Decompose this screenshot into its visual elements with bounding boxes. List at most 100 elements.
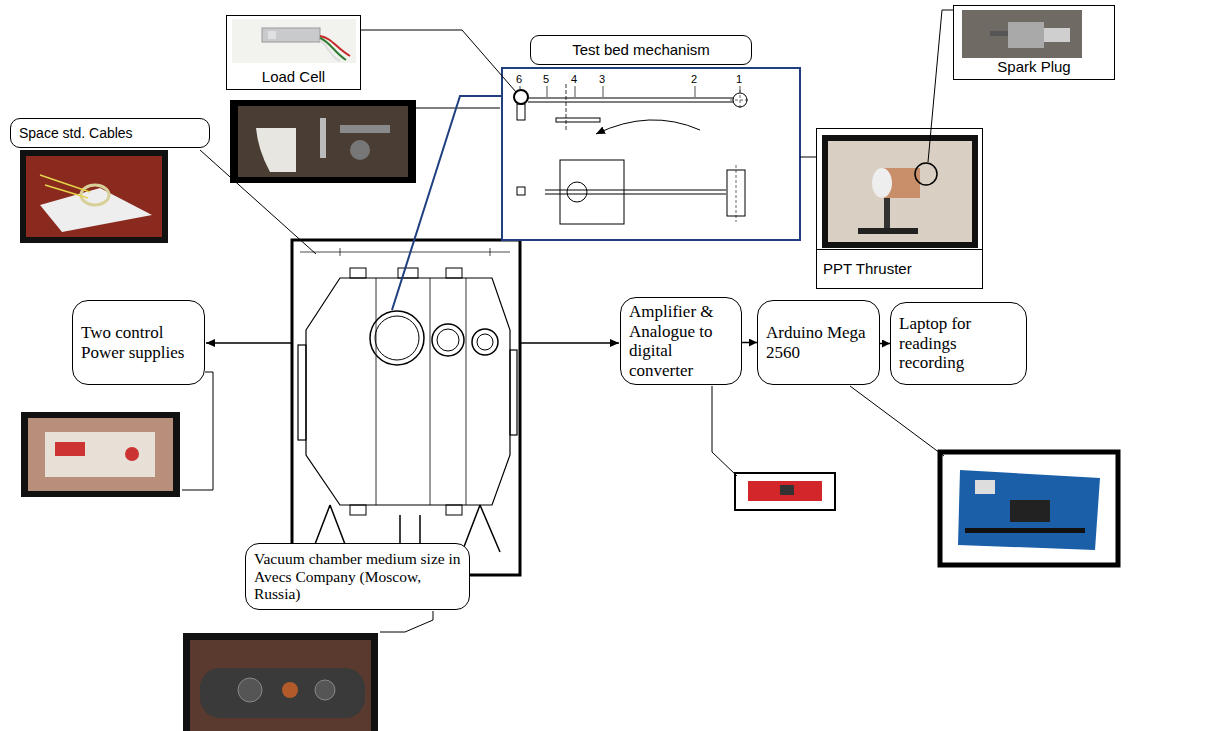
chamber-drawing <box>292 240 520 575</box>
chamber-drawing <box>298 345 306 440</box>
callout-number: 2 <box>691 74 697 85</box>
box-label: Test bed mechanism <box>539 41 743 58</box>
process-box: Two control Power supplies <box>72 300 205 385</box>
spark-plug-photo <box>962 10 1082 58</box>
chamber-photo <box>183 633 378 731</box>
load-cell-photo <box>320 40 340 61</box>
chamber-photo <box>238 678 262 702</box>
test-bed-photo <box>256 128 296 172</box>
chamber-drawing <box>446 268 462 278</box>
photo-caption-box: Load Cell <box>226 15 361 90</box>
leader-line <box>182 10 953 632</box>
test-bed-drawing <box>736 165 737 222</box>
arduino-photo <box>975 480 995 494</box>
thruster-photo <box>872 168 892 198</box>
photo-caption: PPT Thruster <box>817 249 982 288</box>
chamber-drawing <box>292 240 520 575</box>
test-bed-drawing <box>502 68 800 240</box>
leader-line <box>361 30 516 92</box>
test-bed-drawing <box>556 118 600 122</box>
chamber-drawing <box>370 311 424 365</box>
power-supply-photo <box>21 412 180 497</box>
power-supply-photo <box>45 432 155 477</box>
arduino-photo <box>940 452 1118 565</box>
box-label: Laptop for readings recording <box>899 314 1018 373</box>
process-box: Arduino Mega 2560 <box>757 300 880 385</box>
test-bed-drawing <box>560 160 624 224</box>
flow-arrow <box>880 343 890 345</box>
chamber-drawing <box>432 324 464 356</box>
adc-board-photo <box>735 473 835 510</box>
cables-photo <box>26 156 162 237</box>
leader-line <box>182 372 213 490</box>
signal-arrow <box>206 342 619 344</box>
chamber-drawing <box>306 278 510 505</box>
leader-line <box>850 386 944 456</box>
box-label: Two control Power supplies <box>81 323 196 362</box>
adc-board-photo <box>748 481 822 501</box>
arduino-photo <box>940 452 1118 565</box>
test-bed-drawing <box>517 187 525 195</box>
chamber-photo <box>282 682 298 698</box>
arduino-photo <box>965 528 1085 533</box>
box-label: Amplifier & Analogue to digital converte… <box>629 302 733 380</box>
test-bed-drawing <box>596 120 700 134</box>
adc-board-photo <box>780 485 794 495</box>
leader-line <box>416 108 500 109</box>
photo-caption: Spark Plug <box>954 56 1114 79</box>
test-bed-photo <box>340 125 390 133</box>
callout-number: 3 <box>599 74 605 85</box>
spark-plug-photo <box>962 10 1082 58</box>
leader-line <box>200 150 316 254</box>
test-bed-drawing <box>520 86 740 97</box>
cables-photo <box>40 188 152 232</box>
test-bed-drawing <box>545 190 726 194</box>
test-bed-photo <box>230 100 416 183</box>
leader-line <box>800 157 816 158</box>
test-bed-drawing <box>514 90 528 104</box>
cables-photo <box>40 175 90 198</box>
leader-line <box>928 10 953 162</box>
callout-number: 5 <box>543 74 549 85</box>
power-supply-photo <box>21 412 180 497</box>
signal-arrow <box>206 342 292 344</box>
test-bed-drawing <box>528 98 734 102</box>
test-bed-drawing <box>566 84 567 130</box>
callout-number: 6 <box>516 74 522 85</box>
chamber-drawing <box>510 350 517 435</box>
leader-line <box>380 611 433 632</box>
callout-number: 1 <box>736 74 742 85</box>
chamber-drawing <box>350 505 366 515</box>
thruster-photo <box>822 135 978 248</box>
process-box: Laptop for readings recording <box>890 302 1027 385</box>
title-tag: Space std. Cables <box>10 118 210 148</box>
arduino-photo <box>958 470 1100 550</box>
chamber-photo <box>200 668 365 718</box>
flow-arrow <box>742 342 757 344</box>
spark-plug-photo <box>1008 22 1044 48</box>
photo-caption-box: Spark Plug <box>953 5 1115 80</box>
load-cell-photo <box>262 28 320 42</box>
test-bed-drawing <box>502 68 800 240</box>
thruster-photo <box>858 228 918 234</box>
chamber-drawing <box>446 505 462 515</box>
chamber-drawing <box>472 329 498 355</box>
thruster-photo <box>915 163 937 185</box>
photo-caption: Load Cell <box>227 66 360 89</box>
spark-plug-photo <box>1044 28 1070 42</box>
box-label: Vacuum chamber medium size in Avecs Comp… <box>254 550 461 603</box>
callout-number: 4 <box>571 74 577 85</box>
load-cell-photo <box>320 38 346 60</box>
chamber-drawing <box>398 268 418 278</box>
cables-photo <box>20 150 168 243</box>
load-cell-photo <box>232 19 356 63</box>
load-cell-photo <box>268 31 276 39</box>
box-label: Arduino Mega 2560 <box>766 323 871 362</box>
test-bed-drawing <box>567 182 587 202</box>
chamber-photo <box>315 680 335 700</box>
power-supply-photo <box>28 418 173 491</box>
load-cell-photo <box>232 19 356 63</box>
chamber-drawing <box>300 248 510 256</box>
test-bed-photo <box>320 118 326 158</box>
